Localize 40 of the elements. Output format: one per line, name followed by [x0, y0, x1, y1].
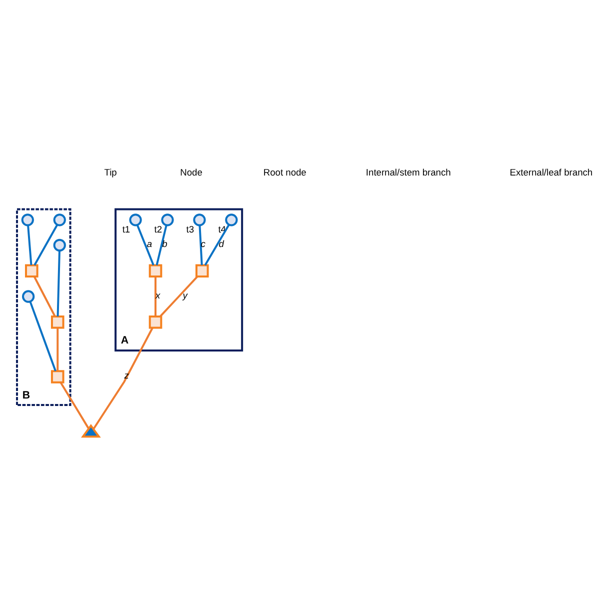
node-circle — [53, 213, 66, 226]
edge-label: d — [218, 238, 224, 249]
cluster: B — [16, 208, 72, 406]
node-circle — [22, 290, 35, 302]
connector — [136, 224, 154, 265]
legend-label: External/leaf branch — [510, 166, 593, 177]
connector — [33, 276, 56, 316]
connector — [34, 224, 58, 266]
edge-label: a — [146, 238, 152, 249]
node-circle — [225, 213, 238, 226]
node-box — [148, 264, 162, 278]
connector — [27, 224, 32, 265]
node-triangle — [80, 423, 101, 438]
legend-label: Node — [180, 166, 202, 177]
connector — [154, 276, 156, 316]
connector — [92, 326, 154, 430]
connector — [198, 224, 203, 265]
connector — [29, 300, 56, 371]
node-box — [195, 264, 209, 278]
node-label: t2 — [154, 224, 162, 234]
connector — [160, 276, 198, 316]
legend-label: Root node — [263, 166, 306, 177]
node-box — [148, 314, 162, 328]
node-circle — [21, 213, 34, 226]
node-circle — [129, 213, 142, 226]
edge-label: y — [182, 290, 188, 300]
connector — [156, 224, 168, 265]
node-circle — [53, 238, 66, 252]
legend-label: Internal/stem branch — [366, 166, 451, 177]
node-box — [50, 314, 64, 328]
connector — [56, 327, 59, 370]
node-circle — [193, 213, 206, 226]
node-label: t3 — [186, 224, 194, 234]
legend-label: Tip — [104, 166, 117, 177]
node-label: t1 — [122, 224, 130, 234]
connector — [56, 250, 60, 316]
connector — [60, 381, 90, 429]
node-box — [50, 370, 64, 383]
node-circle — [161, 213, 174, 226]
node-box — [25, 264, 38, 278]
